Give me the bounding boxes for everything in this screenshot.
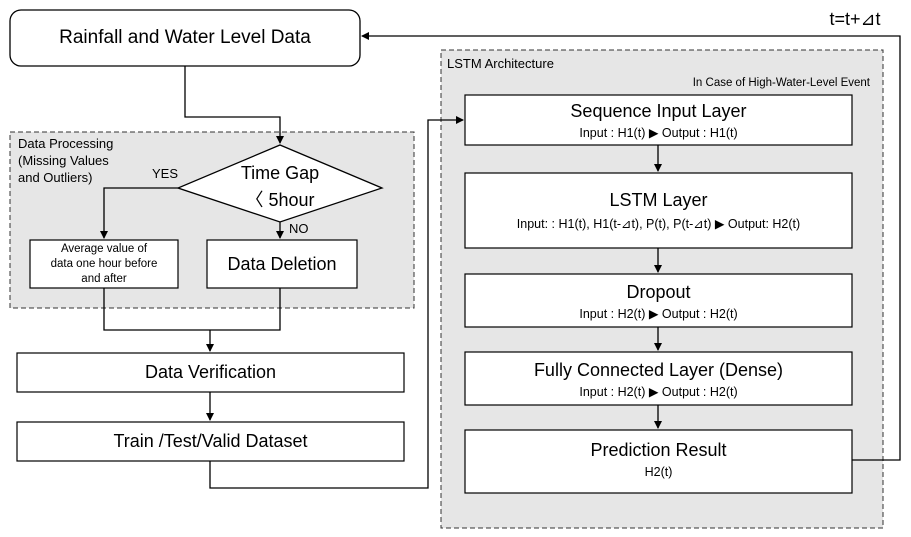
layer-box-shape-3 xyxy=(464,351,853,406)
average-label-3: and after xyxy=(81,273,127,285)
dataset-label: Train /Test/Valid Dataset xyxy=(113,431,308,451)
deletion-box-shape xyxy=(206,239,358,289)
decision-label-2: 〈 5hour xyxy=(245,190,315,210)
loop-label: t=t+⊿t xyxy=(829,9,881,29)
processing-subtitle-2: and Outliers) xyxy=(18,170,93,185)
layer-name-0: Sequence Input Layer xyxy=(570,101,747,121)
processing-title: Data Processing xyxy=(18,136,114,151)
top-box-label: Rainfall and Water Level Data xyxy=(59,27,311,48)
layer-name-1: LSTM Layer xyxy=(609,190,708,210)
layer-io-4: H2(t) xyxy=(644,465,673,479)
layer-io-1: Input: : H1(t), H1(t-⊿t), P(t), P(t-⊿t) … xyxy=(516,217,801,231)
lstm-event: In Case of High-Water-Level Event xyxy=(692,77,870,89)
layer-io-2: Input : H2(t) ▶ Output : H2(t) xyxy=(579,307,738,321)
layer-io-0: Input : H1(t) ▶ Output : H1(t) xyxy=(579,126,738,140)
layer-name-2: Dropout xyxy=(626,282,691,302)
yes-label: YES xyxy=(152,166,179,181)
layer-box-shape-4 xyxy=(464,429,853,494)
average-label-2: data one hour before xyxy=(50,258,158,270)
layer-box-shape-0 xyxy=(464,94,853,146)
layer-io-3: Input : H2(t) ▶ Output : H2(t) xyxy=(579,385,738,399)
layer-box-shape-2 xyxy=(464,273,853,328)
deletion-label: Data Deletion xyxy=(227,254,337,274)
no-label: NO xyxy=(289,221,309,236)
lstm-title: LSTM Architecture xyxy=(447,56,554,71)
average-label-1: Average value of xyxy=(60,243,148,255)
layer-box-shape-1 xyxy=(464,172,853,249)
layer-name-4: Prediction Result xyxy=(590,440,727,460)
verification-label: Data Verification xyxy=(144,362,277,382)
decision-label-1: Time Gap xyxy=(240,163,320,183)
processing-subtitle-1: (Missing Values xyxy=(18,153,109,168)
layer-name-3: Fully Connected Layer (Dense) xyxy=(533,360,784,380)
